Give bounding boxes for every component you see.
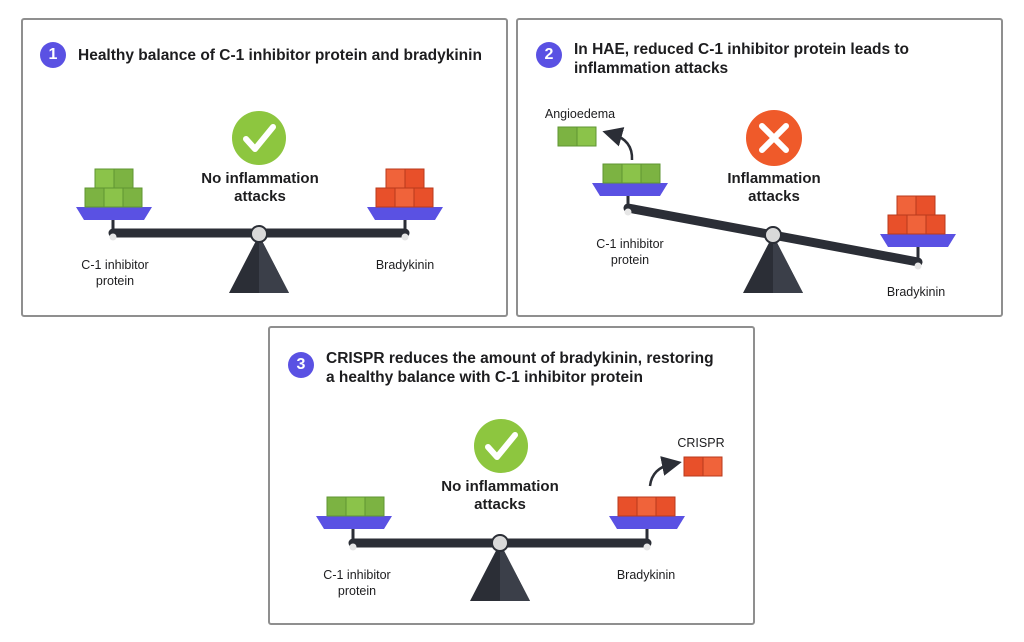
bradykinin-blocks [375, 168, 434, 208]
arrow-icon [602, 127, 634, 161]
status-text: Inflammation attacks [694, 170, 854, 206]
bradykinin-block [925, 214, 946, 235]
status-text: No inflammation attacks [420, 478, 580, 514]
right-pan-label: Bradykinin [886, 285, 946, 299]
c1-inhibitor-blocks [602, 163, 661, 184]
scale-fulcrum-shade [500, 543, 530, 601]
label-line: C-1 inhibitor [323, 568, 391, 582]
beam-rivet [643, 543, 651, 551]
bradykinin-block [404, 168, 425, 189]
beam-rivet [349, 543, 357, 551]
removed-blocks-label: Angioedema [544, 107, 616, 121]
c1-inhibitor-block [364, 496, 385, 517]
label-line: protein [337, 584, 377, 598]
left-pan [76, 207, 152, 220]
arrow-icon [648, 456, 682, 487]
c1-inhibitor-block [602, 163, 623, 184]
balance-scale-tilted [557, 126, 956, 293]
bradykinin-block [896, 195, 917, 216]
label-line: C-1 inhibitor [596, 237, 664, 251]
bradykinin-block [394, 187, 415, 208]
right-pan [609, 516, 685, 529]
crispr-removed-blocks [683, 456, 723, 477]
c1-inhibitor-block [103, 187, 124, 208]
panel-title-line: In HAE, reduced C-1 inhibitor protein le… [574, 41, 909, 58]
bradykinin-block [385, 168, 406, 189]
beam-rivet [109, 233, 117, 241]
right-pan [880, 234, 956, 247]
c1-inhibitor-block [122, 187, 143, 208]
left-pan [316, 516, 392, 529]
status-line: attacks [234, 188, 286, 205]
c1-inhibitor-block [621, 163, 642, 184]
right-pan [367, 207, 443, 220]
angioedema-blocks [557, 126, 597, 147]
status-line: attacks [474, 496, 526, 513]
panel-title-line: a healthy balance with C-1 inhibitor pro… [326, 369, 643, 386]
status-line: No inflammation [441, 478, 559, 495]
panel-title: Healthy balance of C-1 inhibitor protein… [78, 46, 498, 65]
c1-inhibitor-block [94, 168, 115, 189]
scale-pivot [764, 226, 782, 244]
bradykinin-block [887, 214, 908, 235]
bradykinin-block [906, 214, 927, 235]
bradykinin-block [915, 195, 936, 216]
bradykinin-block [617, 496, 638, 517]
label-line: protein [95, 274, 135, 288]
status-line: No inflammation [201, 170, 319, 187]
removed-block [683, 456, 704, 477]
step-number-badge: 1 [40, 42, 66, 68]
balance-scale [316, 456, 723, 601]
c1-inhibitor-block [326, 496, 347, 517]
beam-rivet [624, 208, 632, 216]
bradykinin-block [655, 496, 676, 517]
status-text: No inflammation attacks [180, 170, 340, 206]
bradykinin-blocks [617, 496, 676, 517]
step-number-badge: 3 [288, 352, 314, 378]
panel-title: CRISPR reduces the amount of bradykinin,… [326, 349, 746, 387]
bradykinin-block [413, 187, 434, 208]
removed-block [557, 126, 578, 147]
c1-inhibitor-block [84, 187, 105, 208]
removed-blocks-label: CRISPR [677, 436, 725, 450]
panel-title-line: CRISPR reduces the amount of bradykinin,… [326, 350, 714, 367]
check-icon [474, 419, 528, 473]
step-number-badge: 2 [536, 42, 562, 68]
bradykinin-block [375, 187, 396, 208]
label-line: protein [610, 253, 650, 267]
bradykinin-block [636, 496, 657, 517]
left-pan-label: C-1 inhibitor protein [302, 567, 412, 599]
scale-fulcrum-shade [773, 235, 803, 293]
panel-title-line: inflammation attacks [574, 60, 729, 77]
balance-scale [76, 168, 443, 293]
scale-fulcrum-shade [259, 235, 289, 293]
scale-pivot [250, 225, 268, 243]
panel-title-line: Healthy balance of C-1 inhibitor protein… [78, 47, 482, 64]
beam-rivet [914, 262, 922, 270]
left-pan-label: C-1 inhibitor protein [575, 236, 685, 268]
right-pan-label: Bradykinin [375, 258, 435, 272]
c1-inhibitor-block [640, 163, 661, 184]
c1-inhibitor-block [345, 496, 366, 517]
left-pan [592, 183, 668, 196]
c1-inhibitor-block [113, 168, 134, 189]
check-icon [232, 111, 286, 165]
right-pan-label: Bradykinin [616, 568, 676, 582]
removed-block [702, 456, 723, 477]
bradykinin-blocks [887, 195, 946, 235]
left-pan-label: C-1 inhibitor protein [60, 257, 170, 289]
label-line: C-1 inhibitor [81, 258, 149, 272]
c1-inhibitor-blocks [84, 168, 143, 208]
beam-rivet [401, 233, 409, 241]
status-line: Inflammation [727, 170, 821, 187]
cross-icon [746, 110, 802, 166]
status-line: attacks [748, 188, 800, 205]
scale-pivot [491, 534, 509, 552]
c1-inhibitor-blocks [326, 496, 385, 517]
panel-title: In HAE, reduced C-1 inhibitor protein le… [574, 40, 994, 78]
removed-block [576, 126, 597, 147]
